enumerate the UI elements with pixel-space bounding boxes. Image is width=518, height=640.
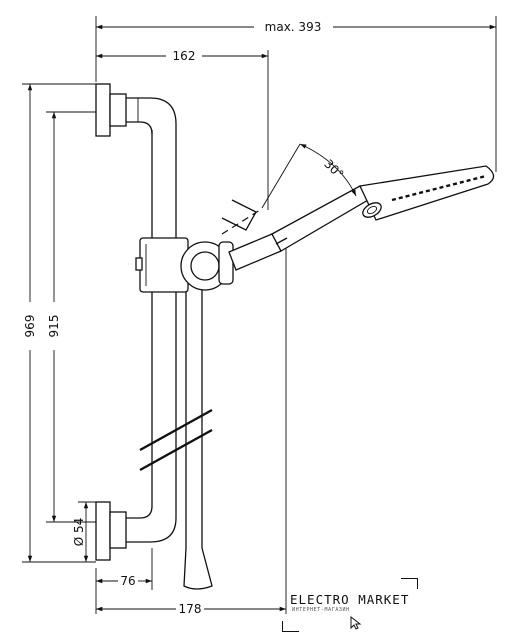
slide-rail [151,130,177,508]
wall-plate-diameter-label: Ø 54 [72,518,86,547]
slider-holder [135,237,234,293]
dimension-mount-spacing: 915 [46,111,96,523]
bar-projection-label: 178 [179,602,202,616]
logo-brand-text: ELECTRO MARKET [290,592,410,607]
hand-shower [228,165,495,271]
cursor-icon [350,616,362,630]
electro-market-logo: ELECTRO MARKET ИНТЕРНЕТ-МАГАЗИН [282,578,418,632]
total-height-label: 969 [23,315,37,338]
overall-width-label: max. 393 [265,20,322,34]
lower-wall-bracket [95,501,177,561]
dimension-wall-plate-diameter: Ø 54 [72,501,96,563]
dimension-wall-projection: 76 [95,548,153,614]
dimension-bar-projection: 178 [96,248,287,616]
dimension-overall-width: max. 393 [95,16,497,172]
dimension-bar-offset: 162 [96,49,269,210]
shower-hose [183,290,213,590]
bar-offset-label: 162 [173,49,196,63]
tilt-angle-label: 30° [321,157,346,182]
logo-corner-top [401,578,418,589]
logo-corner-bottom [282,621,299,632]
logo-tagline-text: ИНТЕРНЕТ-МАГАЗИН [292,607,350,613]
spray-nozzles [391,174,487,202]
dimension-total-height: 969 [22,83,96,563]
tilt-angle-indicator: 30° [221,143,357,235]
break-lines [139,408,213,472]
wall-projection-label: 76 [120,574,135,588]
upper-wall-bracket [95,83,177,137]
mount-spacing-label: 915 [47,315,61,338]
